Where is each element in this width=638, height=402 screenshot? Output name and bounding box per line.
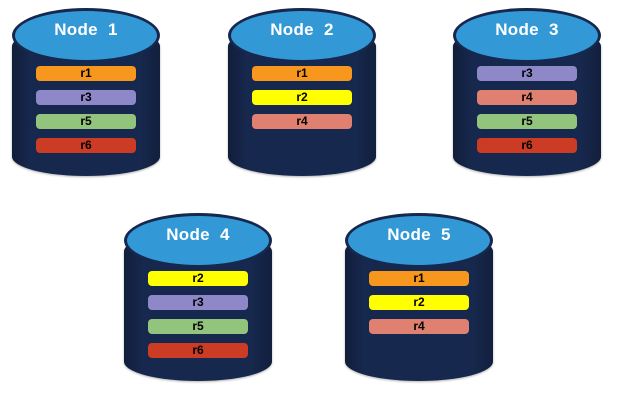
node-title: Node 3: [495, 20, 559, 39]
cylinder-top-icon: [124, 213, 272, 268]
replica-list: r3 r4 r5 r6: [477, 66, 577, 153]
node-title: Node 2: [270, 20, 334, 39]
replica-bar[interactable]: r3: [477, 66, 577, 81]
database-node-2[interactable]: Node 2 r1 r2 r4: [228, 8, 376, 186]
database-node-4[interactable]: Node 4 r2 r3 r5 r6: [124, 213, 272, 391]
replica-bar[interactable]: r1: [369, 271, 469, 286]
database-node-3[interactable]: Node 3 r3 r4 r5 r6: [453, 8, 601, 186]
node-title: Node 5: [387, 225, 451, 244]
replica-bar[interactable]: r4: [477, 90, 577, 105]
cylinder-top-icon: [12, 8, 160, 63]
replica-bar[interactable]: r5: [477, 114, 577, 129]
replica-bar[interactable]: r1: [36, 66, 136, 81]
database-node-5[interactable]: Node 5 r1 r2 r4: [345, 213, 493, 391]
replica-bar[interactable]: r6: [477, 138, 577, 153]
replica-list: r1 r3 r5 r6: [36, 66, 136, 153]
replica-bar[interactable]: r5: [148, 319, 248, 334]
replica-bar[interactable]: r4: [252, 114, 352, 129]
cylinder-top-icon: [453, 8, 601, 63]
replica-bar[interactable]: r6: [148, 343, 248, 358]
replica-bar[interactable]: r3: [148, 295, 248, 310]
cylinder-top-icon: [345, 213, 493, 268]
database-node-1[interactable]: Node 1 r1 r3 r5 r6: [12, 8, 160, 186]
replica-bar[interactable]: r2: [148, 271, 248, 286]
cylinder-top-icon: [228, 8, 376, 63]
replica-list: r1 r2 r4: [252, 66, 352, 129]
replica-bar[interactable]: r2: [369, 295, 469, 310]
replica-list: r2 r3 r5 r6: [148, 271, 248, 358]
replica-bar[interactable]: r4: [369, 319, 469, 334]
replica-bar[interactable]: r5: [36, 114, 136, 129]
node-title: Node 4: [166, 225, 230, 244]
replica-bar[interactable]: r3: [36, 90, 136, 105]
replica-bar[interactable]: r2: [252, 90, 352, 105]
replica-bar[interactable]: r1: [252, 66, 352, 81]
replica-bar[interactable]: r6: [36, 138, 136, 153]
node-title: Node 1: [54, 20, 118, 39]
replica-list: r1 r2 r4: [369, 271, 469, 334]
